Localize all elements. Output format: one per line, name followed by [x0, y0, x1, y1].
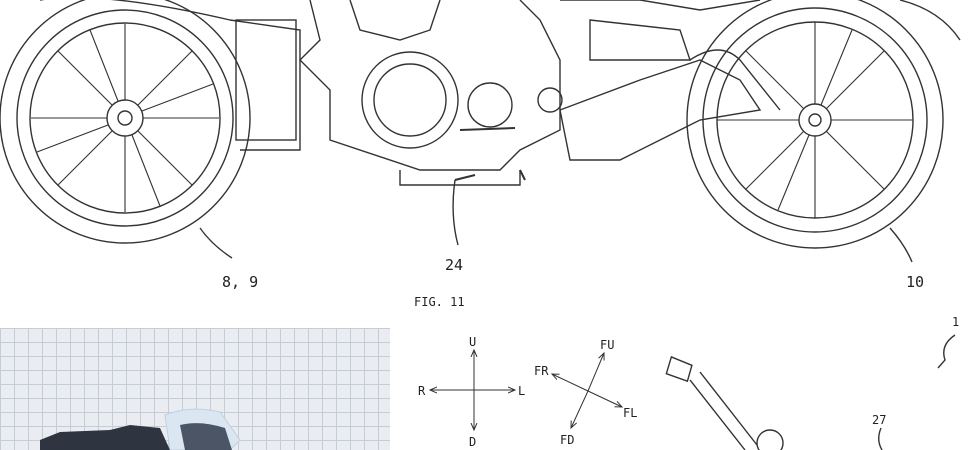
leader-front [199, 227, 233, 259]
vehicle-photo [0, 328, 390, 450]
figure-title: FIG. 11 [414, 295, 465, 309]
axis-left: L [518, 384, 525, 398]
handlebar-drawing [665, 355, 784, 450]
leader-handle [878, 427, 883, 450]
rear-wheel [686, 0, 944, 249]
axis-front-right: FR [534, 364, 549, 378]
front-wheel [0, 0, 251, 244]
direction-axes [430, 350, 622, 430]
engine-assembly [40, 0, 961, 186]
axis-up: U [469, 335, 476, 349]
leader-engine [452, 179, 459, 246]
label-engine: 24 [445, 256, 463, 274]
axis-front-down: FD [560, 433, 574, 447]
label-front-wheels: 8, 9 [222, 273, 258, 291]
photo-vehicle [40, 408, 241, 450]
label-handle: 27 [872, 413, 886, 427]
axis-front-left: FL [623, 406, 637, 420]
label-vehicle: 1 [952, 315, 959, 329]
axis-down: D [469, 435, 476, 449]
label-rear-wheel: 10 [906, 273, 924, 291]
leader-vehicle [937, 334, 956, 369]
axis-front-up: FU [600, 338, 614, 352]
axis-right: R [418, 384, 426, 398]
leader-rear [889, 227, 913, 263]
